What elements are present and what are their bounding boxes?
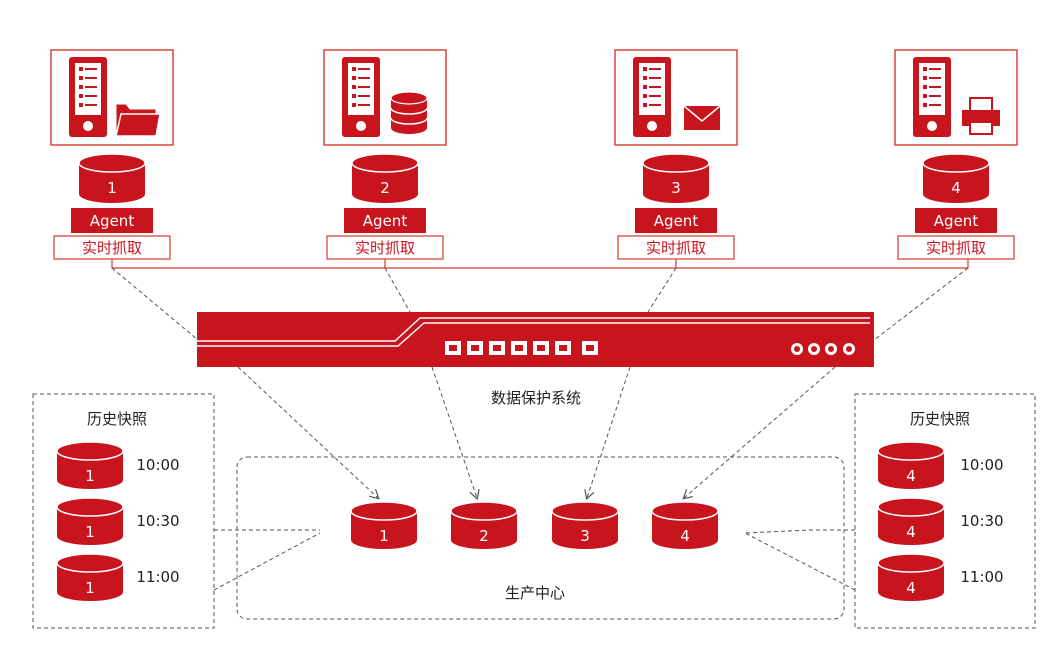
snapshot-time: 10:00 <box>960 456 1003 474</box>
snapshot-link-lines <box>213 529 856 591</box>
capture-box <box>897 235 1015 260</box>
production-disk-1: 1 <box>350 501 418 549</box>
agent-label: Agent <box>363 212 408 230</box>
production-disk-number: 2 <box>479 527 489 545</box>
snapshot-disk-number: 4 <box>906 579 916 597</box>
folder-icon <box>115 103 161 137</box>
snapshot-item: 4 10:30 <box>877 497 1004 545</box>
capture-flow-lines <box>111 267 969 341</box>
agent-disk: 3 <box>642 153 710 203</box>
agent-label: Agent <box>654 212 699 230</box>
snapshot-box-right <box>854 393 1036 629</box>
server-icon <box>633 57 671 137</box>
snapshot-item: 1 11:00 <box>56 553 180 601</box>
snapshot-disk-number: 4 <box>906 523 916 541</box>
agent-label-box <box>635 208 717 233</box>
snapshot-time: 10:30 <box>960 512 1003 530</box>
snapshot-disk-number: 1 <box>85 579 95 597</box>
agent-column-2: 2 Agent 实时抓取 <box>323 49 447 260</box>
snapshot-item: 4 10:00 <box>877 441 1004 489</box>
system-label: 数据保护系统 <box>491 389 581 407</box>
capture-box <box>53 235 171 260</box>
production-disk-number: 4 <box>680 527 690 545</box>
snapshot-item: 4 11:00 <box>877 553 1004 601</box>
snapshot-item: 1 10:00 <box>56 441 180 489</box>
capture-label: 实时抓取 <box>646 239 706 257</box>
snapshot-title-left: 历史快照 <box>87 410 147 428</box>
capture-label: 实时抓取 <box>926 239 986 257</box>
agent-disk: 1 <box>78 153 146 203</box>
snapshot-disk-number: 4 <box>906 467 916 485</box>
agent-column-4: 4 Agent 实时抓取 <box>894 49 1018 260</box>
agent-connector-line <box>111 259 969 269</box>
capture-box <box>617 235 735 260</box>
agent-disk: 2 <box>351 153 419 203</box>
agent-disk-number: 4 <box>951 179 961 197</box>
snapshot-disk-number: 1 <box>85 523 95 541</box>
production-center-box <box>236 456 845 620</box>
production-disk-3: 3 <box>551 501 619 549</box>
agent-column-3: 3 Agent 实时抓取 <box>614 49 738 260</box>
snapshot-item: 1 10:30 <box>56 497 180 545</box>
agent-label: Agent <box>90 212 135 230</box>
appliance-ports <box>445 341 598 355</box>
snapshot-time: 11:00 <box>136 568 179 586</box>
snapshot-box-left <box>32 393 215 629</box>
snapshot-title-right: 历史快照 <box>910 410 970 428</box>
printer-icon <box>962 97 1000 135</box>
server-icon <box>69 57 107 137</box>
production-disk-number: 3 <box>580 527 590 545</box>
agent-disk: 4 <box>922 153 990 203</box>
agent-column-1: 1 Agent 实时抓取 <box>50 49 174 260</box>
production-disk-4: 4 <box>651 501 719 549</box>
capture-label: 实时抓取 <box>82 239 142 257</box>
data-protection-appliance <box>197 312 874 367</box>
capture-box <box>326 235 444 260</box>
production-disk-number: 1 <box>379 527 389 545</box>
agent-label-box <box>915 208 997 233</box>
database-icon <box>390 91 428 134</box>
agent-disk-number: 1 <box>107 179 117 197</box>
snapshot-time: 10:30 <box>136 512 179 530</box>
snapshot-disk-number: 1 <box>85 467 95 485</box>
agent-disk-number: 3 <box>671 179 681 197</box>
agent-label-box <box>344 208 426 233</box>
snapshot-time: 11:00 <box>960 568 1003 586</box>
appliance-indicator-lights <box>791 343 855 355</box>
snapshot-time: 10:00 <box>136 456 179 474</box>
restore-flow-arrows <box>237 366 836 498</box>
capture-label: 实时抓取 <box>355 239 415 257</box>
production-center-label: 生产中心 <box>505 584 565 602</box>
server-icon <box>913 57 951 137</box>
production-disk-2: 2 <box>450 501 518 549</box>
mail-icon <box>683 105 721 130</box>
agent-label: Agent <box>934 212 979 230</box>
server-icon <box>342 57 380 137</box>
agent-disk-number: 2 <box>380 179 390 197</box>
agent-label-box <box>71 208 153 233</box>
